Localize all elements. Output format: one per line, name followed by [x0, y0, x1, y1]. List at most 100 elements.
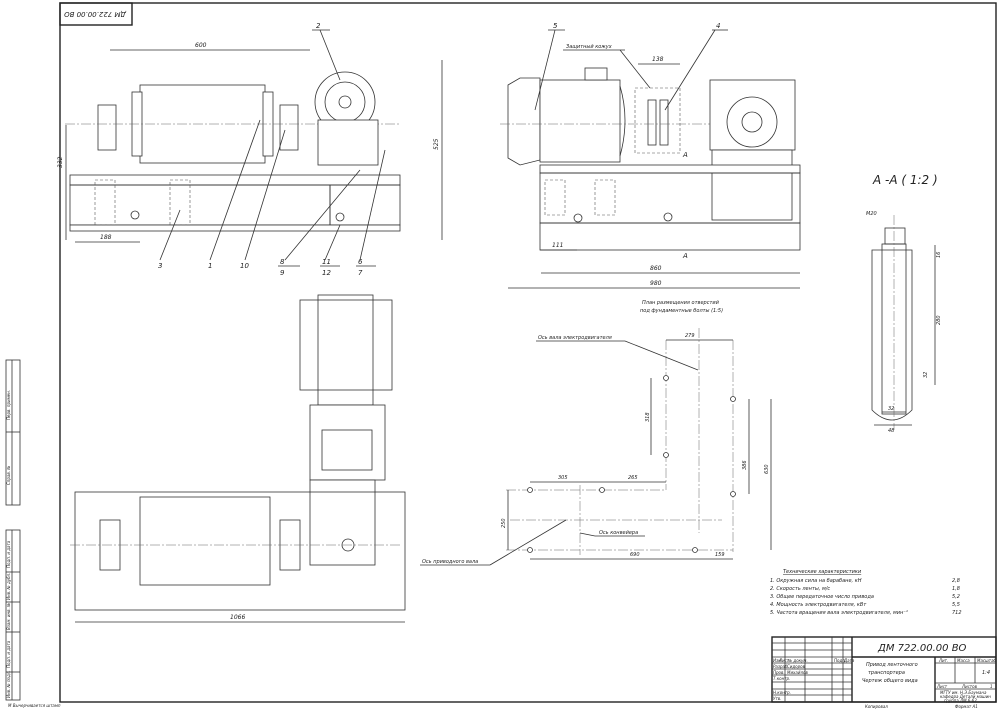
svg-text:48: 48	[888, 428, 894, 434]
svg-text:280: 280	[936, 315, 942, 325]
svg-text:4: 4	[716, 22, 720, 30]
sidebar-label: Взам. инв. №	[6, 603, 11, 630]
svg-text:Михайлов: Михайлов	[787, 670, 808, 675]
technical-specs: Технические характеристики 1. Окружная с…	[770, 569, 962, 616]
svg-text:Ось вала электродвигателя: Ось вала электродвигателя	[538, 335, 612, 341]
svg-text:группа ДМ 6-62: группа ДМ 6-62	[944, 698, 977, 703]
svg-text:Ось конвейера: Ось конвейера	[599, 530, 638, 536]
svg-text:1066: 1066	[230, 614, 245, 621]
svg-text:кафедра Детали машин: кафедра Детали машин	[940, 694, 991, 699]
svg-text:712: 712	[952, 610, 962, 616]
svg-text:3. Общее передаточное число пр: 3. Общее передаточное число привода	[770, 594, 874, 600]
drawing-frame	[59, 2, 997, 703]
svg-text:под фундаментные болты (1:5): под фундаментные болты (1:5)	[640, 308, 723, 314]
svg-text:Привод ленточного: Привод ленточного	[866, 662, 918, 668]
svg-text:5,5: 5,5	[952, 602, 960, 608]
section-a-a: А -А ( 1:2 ) М20 16 280 32 32 48	[866, 173, 942, 434]
svg-text:3: 3	[158, 262, 162, 270]
svg-text:2. Скорость ленты, м/с: 2. Скорость ленты, м/с	[770, 586, 830, 592]
svg-text:Лист: Лист	[778, 658, 790, 663]
left-sidebar: Перв. примен. Справ. № Подп. и дата Инв.…	[5, 359, 61, 708]
svg-text:Чертеж общего вида: Чертеж общего вида	[862, 678, 918, 684]
svg-text:138: 138	[652, 56, 664, 63]
svg-text:Сидоров: Сидоров	[787, 664, 806, 669]
svg-text:1: 1	[208, 262, 212, 270]
svg-text:ДМ 722.00.00 ВО: ДМ 722.00.00 ВО	[64, 10, 127, 18]
svg-text:600: 600	[195, 42, 207, 49]
sidebar-label: Подп. и дата	[6, 540, 11, 568]
svg-text:2: 2	[316, 22, 321, 30]
svg-text:332: 332	[57, 156, 64, 168]
svg-text:279: 279	[685, 333, 695, 339]
svg-text:№ докум.: № докум.	[787, 658, 808, 663]
svg-text:Т.контр.: Т.контр.	[773, 676, 790, 681]
svg-text:2,8: 2,8	[952, 578, 960, 584]
rotated-code-stamp: ДМ 722.00.00 ВО	[59, 2, 133, 26]
svg-text:Дата: Дата	[843, 658, 855, 663]
svg-text:386: 386	[742, 460, 748, 470]
svg-text:Формат А1: Формат А1	[955, 704, 978, 709]
svg-text:Масса: Масса	[957, 658, 970, 663]
svg-text:4. Мощность электродвигателя,: 4. Мощность электродвигателя, кВт	[770, 602, 867, 608]
sidebar-label: Подп. и дата	[6, 640, 11, 668]
svg-text:Ось приводного вала: Ось приводного вала	[422, 559, 478, 565]
svg-text:5,2: 5,2	[952, 594, 960, 600]
sidebar-label: Инв. № дубл.	[6, 573, 11, 600]
svg-text:Разраб.: Разраб.	[773, 664, 789, 669]
svg-text:1:4: 1:4	[982, 670, 990, 676]
svg-text:Н.контр.: Н.контр.	[773, 690, 791, 695]
svg-text:МГТУ им. Н.Э.Баумана: МГТУ им. Н.Э.Баумана	[940, 690, 987, 695]
svg-text:транспортера: транспортера	[868, 670, 905, 676]
svg-text:6: 6	[358, 258, 363, 266]
svg-text:630: 630	[764, 464, 770, 474]
svg-text:318: 318	[645, 412, 651, 422]
sidebar-footer: М Вычерчивается штамп	[8, 703, 61, 708]
front-view: 600 332 525 188 2 3 1 10 8 9 11 12 6 7	[57, 22, 443, 277]
svg-text:12: 12	[322, 269, 331, 277]
sidebar-label: Инв. № подл.	[6, 670, 11, 698]
svg-text:305: 305	[558, 475, 568, 481]
svg-text:План размещения отверстий: План размещения отверстий	[642, 300, 720, 306]
svg-text:Защитный кожух: Защитный кожух	[566, 44, 612, 50]
svg-text:Утв.: Утв.	[773, 696, 781, 701]
svg-text:188: 188	[100, 234, 112, 241]
title-block: ДМ 722.00.00 ВО Привод ленточного трансп…	[771, 636, 997, 709]
svg-text:5: 5	[553, 22, 558, 30]
svg-text:1,8: 1,8	[952, 586, 960, 592]
svg-text:9: 9	[280, 269, 285, 277]
svg-text:980: 980	[650, 280, 662, 287]
svg-text:1: 1	[990, 684, 993, 689]
svg-text:Лит.: Лит.	[938, 658, 948, 663]
svg-text:Копировал: Копировал	[865, 704, 888, 709]
svg-text:М20: М20	[866, 211, 877, 217]
svg-text:5. Частота вращения вала элект: 5. Частота вращения вала электродвигател…	[770, 610, 908, 616]
svg-text:Технические характеристики: Технические характеристики	[783, 569, 862, 575]
svg-text:А -А ( 1:2 ): А -А ( 1:2 )	[872, 173, 938, 187]
svg-text:11: 11	[322, 258, 331, 266]
svg-text:10: 10	[240, 262, 249, 270]
svg-text:265: 265	[628, 475, 638, 481]
svg-text:А: А	[682, 252, 688, 260]
svg-text:Изм: Изм	[773, 658, 781, 663]
svg-text:250: 250	[501, 518, 507, 528]
svg-text:Лист: Лист	[936, 684, 948, 689]
hole-plan: 279 318 386 630 305 265 250 690 159 Ось …	[420, 328, 772, 566]
svg-text:16: 16	[936, 252, 942, 258]
svg-text:32: 32	[888, 406, 894, 412]
svg-text:7: 7	[358, 269, 363, 277]
sidebar-label: Перв. примен.	[6, 390, 11, 420]
side-view: 111 860 980 138 5 4 Защитный кожух А А П…	[500, 22, 801, 314]
svg-text:525: 525	[433, 138, 440, 150]
sidebar-label: Справ. №	[6, 466, 11, 485]
svg-text:32: 32	[923, 372, 929, 378]
svg-text:Листов: Листов	[961, 684, 978, 689]
svg-text:8: 8	[280, 258, 285, 266]
svg-text:159: 159	[715, 552, 725, 558]
svg-text:690: 690	[630, 552, 640, 558]
title-code: ДМ 722.00.00 ВО	[877, 643, 967, 654]
svg-text:1. Окружная сила на барабане,: 1. Окружная сила на барабане, кН	[770, 578, 862, 584]
svg-text:111: 111	[552, 242, 563, 249]
svg-text:Масштаб: Масштаб	[977, 658, 997, 663]
svg-text:Пров.: Пров.	[773, 670, 785, 675]
